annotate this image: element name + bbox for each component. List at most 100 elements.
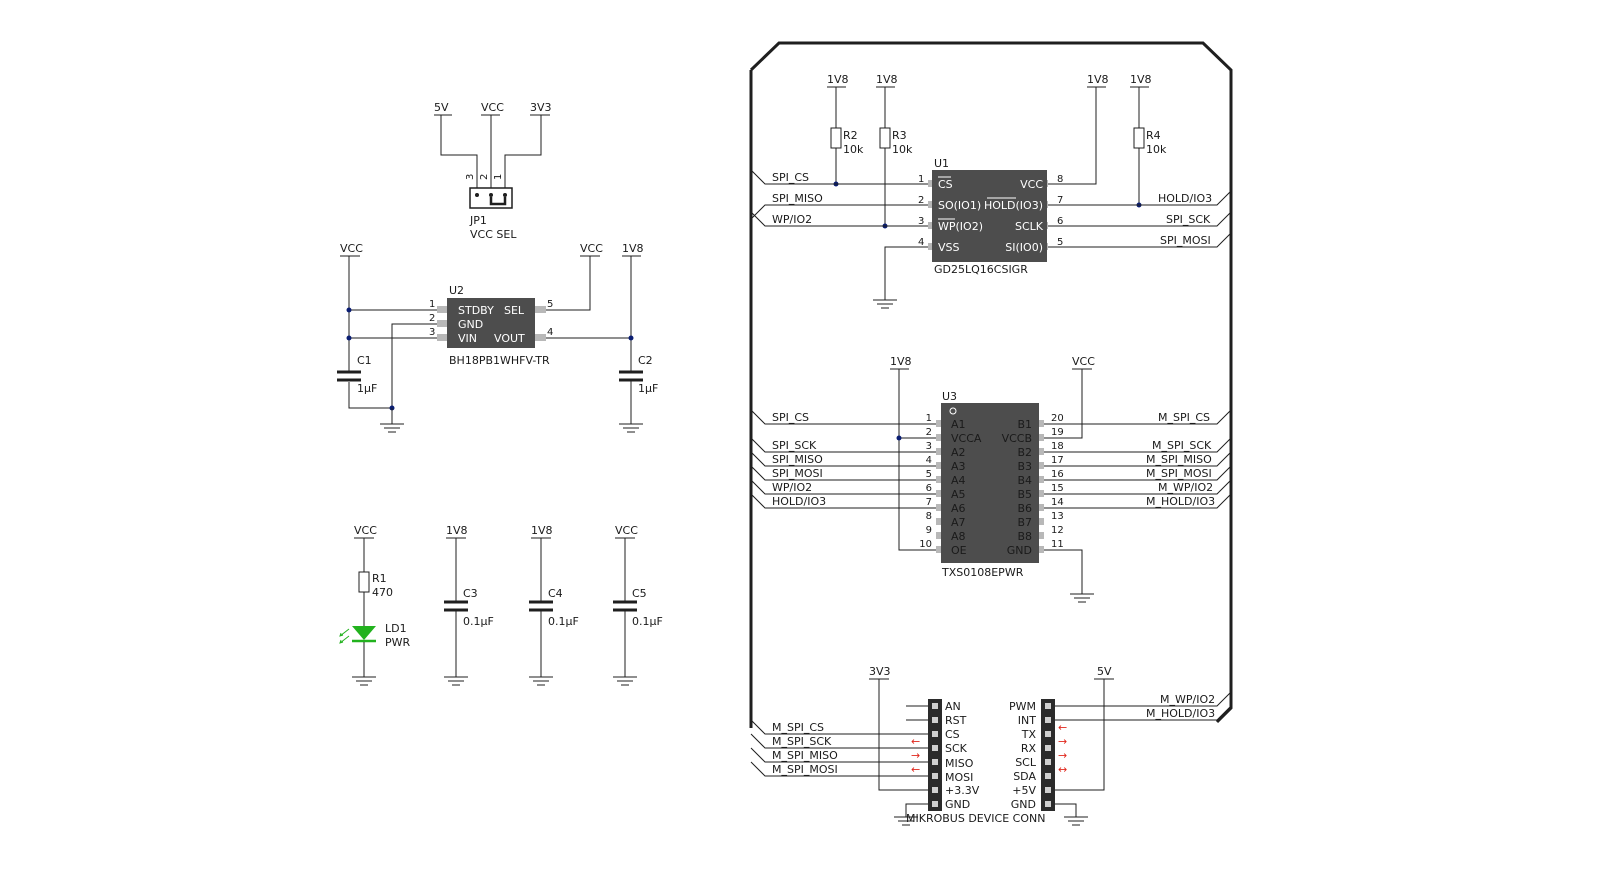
- net-wp-io2-u1: WP/IO2: [772, 213, 812, 226]
- u3-pin-vccb: VCCB: [1002, 432, 1032, 445]
- u2-pin-stdby: STDBY: [458, 304, 494, 317]
- u2-pin4-num: 4: [547, 327, 553, 338]
- u3-pin-a7: A7: [951, 516, 966, 529]
- u1-rail-r3: 1V8: [876, 73, 898, 86]
- u3-pin-oe: OE: [951, 544, 967, 557]
- arrow-rx-icon: →: [1058, 735, 1067, 748]
- u3-pin-b2: B2: [1017, 446, 1032, 459]
- mikrobus-pin-sck: SCK: [945, 742, 968, 755]
- u3-pin14-num: 14: [1051, 497, 1064, 508]
- mikrobus-pin-pwm: PWM: [1009, 700, 1036, 713]
- net-hold-io3-u3: HOLD/IO3: [772, 495, 826, 508]
- mikrobus-pin-int: INT: [1018, 714, 1036, 727]
- u3-pin19-num: 19: [1051, 427, 1064, 438]
- r3-resistor: [879, 127, 891, 149]
- net-hold-io3-u1: HOLD/IO3: [1158, 192, 1212, 205]
- u2-body: [447, 298, 535, 348]
- u1-pin7-num: 7: [1057, 195, 1063, 206]
- u3-part: TXS0108EPWR: [941, 566, 1024, 579]
- net-spi-miso-u3: SPI_MISO: [772, 453, 823, 466]
- net-m-hold-io3-u3: M_HOLD/IO3: [1146, 495, 1215, 508]
- net-spi-sck-u3: SPI_SCK: [772, 439, 817, 452]
- r2-value: 10k: [843, 143, 864, 156]
- c3-rail: 1V8: [446, 524, 468, 537]
- u3-pin3-num: 3: [926, 441, 932, 452]
- arrow-sck-icon: ←: [911, 735, 920, 748]
- u1-pin5-num: 5: [1057, 237, 1063, 248]
- u3-pin5-num: 5: [926, 469, 932, 480]
- u3-pin-b3: B3: [1017, 460, 1032, 473]
- c1-ref: C1: [357, 354, 372, 367]
- flash-u1: 1V8 1V8 1V8 1V8 R2 10k R3 10k R4 10k SPI…: [750, 73, 1232, 309]
- u1-pin-so: SO(IO1): [938, 199, 981, 212]
- u3-pin12-num: 12: [1051, 525, 1064, 536]
- u3-pin11-num: 11: [1051, 539, 1064, 550]
- net-m-spi-cs-u3: M_SPI_CS: [1158, 411, 1210, 424]
- mikrobus-pin-an: AN: [945, 700, 961, 713]
- net-m-spi-miso-u3: M_SPI_MISO: [1146, 453, 1212, 466]
- r1-value: 470: [372, 586, 393, 599]
- u1-pin1-num: 1: [918, 174, 924, 185]
- u3-pin13-num: 13: [1051, 511, 1064, 522]
- u3-pin-b7: B7: [1017, 516, 1032, 529]
- c1-value: 1µF: [357, 382, 377, 395]
- c3-ref: C3: [463, 587, 478, 600]
- u3-pin-b5: B5: [1017, 488, 1032, 501]
- mikrobus-pin-scl: SCL: [1015, 756, 1037, 769]
- jp1-shunt: [489, 197, 507, 206]
- mikrobus-pin-gnd-left: GND: [945, 798, 970, 811]
- r3-ref: R3: [892, 129, 907, 142]
- u3-pin-vcca: VCCA: [951, 432, 982, 445]
- c2-value: 1µF: [638, 382, 658, 395]
- u3-pin-b8: B8: [1017, 530, 1032, 543]
- jp1-pin3: 3: [465, 174, 476, 180]
- u1-pin-sclk: SCLK: [1015, 220, 1044, 233]
- net-wp-io2-u3: WP/IO2: [772, 481, 812, 494]
- rail-label-vcc: VCC: [481, 101, 504, 114]
- u3-pin-gnd: GND: [1007, 544, 1032, 557]
- u1-rail-r2: 1V8: [827, 73, 849, 86]
- u3-pin17-num: 17: [1051, 455, 1064, 466]
- net-m-wp-io2-bus: M_WP/IO2: [1160, 693, 1215, 706]
- u3-pin-a2: A2: [951, 446, 966, 459]
- mikrobus-pin-3v3: +3.3V: [945, 784, 980, 797]
- decoupling-c4: 1V8 C4 0.1µF: [529, 524, 579, 686]
- u2-pin2-num: 2: [429, 313, 435, 324]
- u3-pin-b4: B4: [1017, 474, 1032, 487]
- u3-pin2-num: 2: [926, 427, 932, 438]
- u3-pin15-num: 15: [1051, 483, 1064, 494]
- mikrobus-pin-miso: MISO: [945, 757, 974, 770]
- u3-rail-vcc: VCC: [1072, 355, 1095, 368]
- u3-pin10-num: 10: [919, 539, 932, 550]
- net-m-spi-sck-u3: M_SPI_SCK: [1152, 439, 1212, 452]
- u2-ref: U2: [449, 284, 464, 297]
- u2-pin-vin: VIN: [458, 332, 477, 345]
- u2-pin-sel: SEL: [504, 304, 525, 317]
- arrow-miso-icon: →: [911, 749, 920, 762]
- net-spi-sck-u1: SPI_SCK: [1166, 213, 1211, 226]
- u2-pin-vout: VOUT: [494, 332, 525, 345]
- net-m-spi-cs-bus: M_SPI_CS: [772, 721, 824, 734]
- ld1-led: [352, 626, 376, 640]
- power-led-circuit: VCC R1 470 LD1 PWR: [339, 524, 411, 686]
- u1-pin3-num: 3: [918, 216, 924, 227]
- u1-part: GD25LQ16CSIGR: [934, 263, 1028, 276]
- ld1-ref: LD1: [385, 622, 407, 635]
- u1-pin4-num: 4: [918, 237, 924, 248]
- jp1-ref: JP1: [469, 214, 487, 227]
- rail-label-led-vcc: VCC: [354, 524, 377, 537]
- arrow-sda-icon: ↔: [1058, 763, 1067, 776]
- u1-pin6-num: 6: [1057, 216, 1063, 227]
- arrow-scl-icon: →: [1058, 749, 1067, 762]
- jp1-pin2: 2: [479, 174, 490, 180]
- mikrobus-title: MIKROBUS DEVICE CONN: [906, 812, 1045, 825]
- jumper-jp1: 5V VCC 3V3 3 2 1 JP1 VCC SEL: [434, 101, 552, 241]
- mikrobus-rail-5v: 5V: [1097, 665, 1112, 678]
- r4-ref: R4: [1146, 129, 1161, 142]
- u3-body: [941, 403, 1039, 563]
- u1-pin-vcc: VCC: [1020, 178, 1043, 191]
- c4-ref: C4: [548, 587, 563, 600]
- u1-pin2-num: 2: [918, 195, 924, 206]
- decoupling-c5: VCC C5 0.1µF: [613, 524, 663, 686]
- u1-pin-wp: WP(IO2): [938, 220, 983, 233]
